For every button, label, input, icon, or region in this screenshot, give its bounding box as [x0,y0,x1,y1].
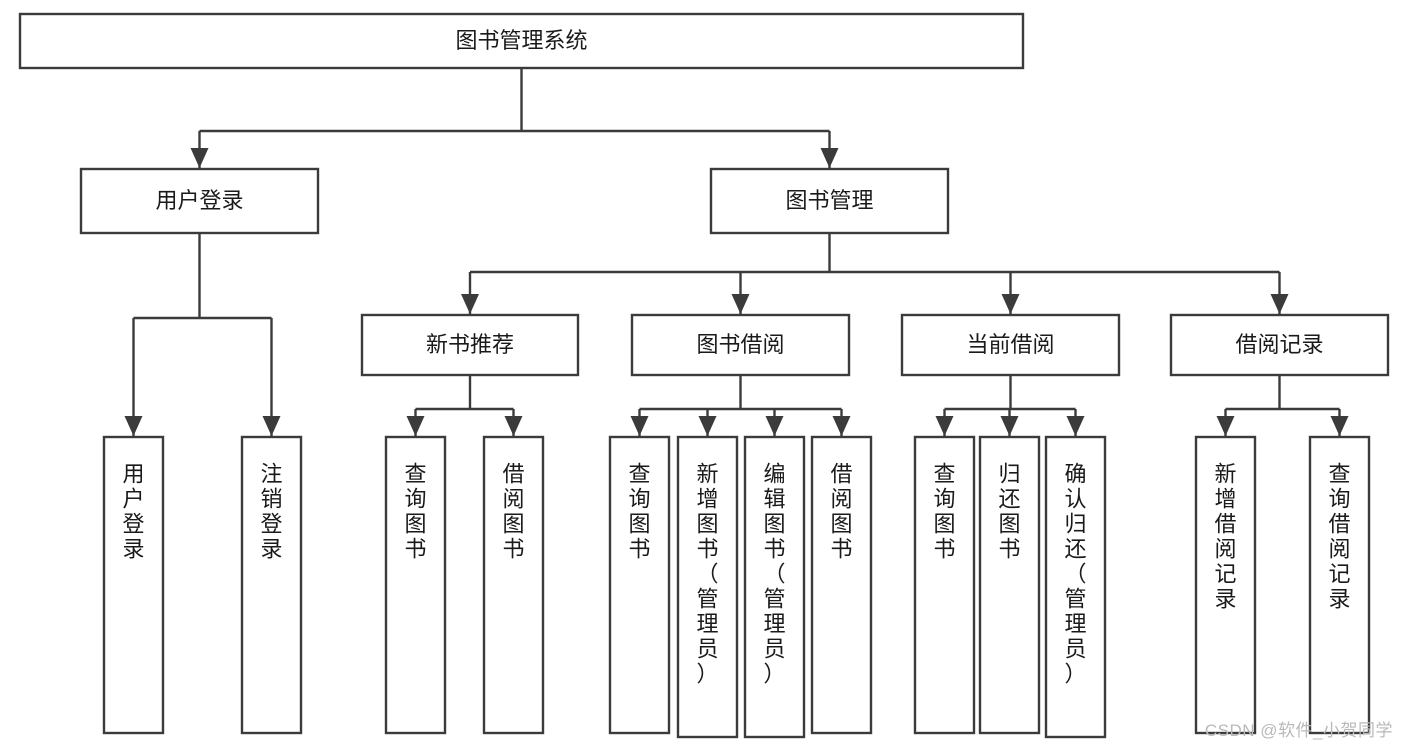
node-user-login[interactable]: 用户登录 [79,167,320,235]
node-box-leaf-borrow-book-1 [482,435,545,735]
node-box-leaf-query-book-1 [384,435,447,735]
node-box-book-borrow [630,313,851,377]
node-box-leaf-confirm-return [1044,435,1107,739]
arrow-head-icon-borrow-record [1270,294,1289,314]
arrow-head-icon-leaf-query-book-3 [935,416,954,436]
node-borrow-record[interactable]: 借阅记录 [1169,313,1390,377]
node-box-leaf-query-record [1308,435,1371,735]
node-book-borrow[interactable]: 图书借阅 [630,313,851,377]
node-leaf-edit-book[interactable]: 编辑图书（管理员） [743,435,806,739]
node-box-leaf-add-record [1194,435,1257,735]
node-label-leaf-add-book: 新增图书（管理员） [696,461,718,686]
node-label-leaf-query-record: 查询借阅记录 [1328,461,1350,611]
node-root[interactable]: 图书管理系统 [18,12,1025,70]
node-box-new-book-recommend [360,313,580,377]
node-label-borrow-record: 借阅记录 [1235,332,1323,357]
arrow-head-icon-leaf-logout [262,416,281,436]
node-leaf-return-book[interactable]: 归还图书 [978,435,1041,735]
node-box-borrow-record [1169,313,1390,377]
node-label-book-management: 图书管理 [785,188,873,213]
arrow-head-icon-leaf-add-book [698,416,717,436]
arrow-head-icon-leaf-query-record [1330,416,1349,436]
node-leaf-user-login[interactable]: 用户登录 [102,435,165,735]
node-label-leaf-query-book-1: 查询图书 [404,461,426,561]
node-box-leaf-user-login [102,435,165,735]
node-box-leaf-logout [240,435,303,735]
node-leaf-query-record[interactable]: 查询借阅记录 [1308,435,1371,735]
arrow-head-icon-new-book-recommend [461,294,479,314]
node-label-leaf-query-book-2: 查询图书 [628,461,650,561]
node-label-leaf-return-book: 归还图书 [998,461,1020,561]
node-leaf-borrow-book-1[interactable]: 借阅图书 [482,435,545,735]
arrow-head-icon-leaf-borrow-book-1 [504,416,523,436]
arrow-head-icon-leaf-user-login [124,416,143,436]
node-leaf-query-book-2[interactable]: 查询图书 [608,435,671,735]
arrow-head-icon-leaf-borrow-book-2 [832,416,851,436]
node-leaf-logout[interactable]: 注销登录 [240,435,303,735]
node-label-leaf-query-book-3: 查询图书 [933,461,955,561]
edge-layer [124,68,1349,436]
arrow-head-icon-leaf-query-book-1 [406,416,425,436]
arrow-head-icon-current-borrow [1001,294,1020,314]
arrow-head-icon-book-borrow [731,294,750,314]
node-label-book-borrow: 图书借阅 [696,332,784,357]
node-new-book-recommend[interactable]: 新书推荐 [360,313,580,377]
node-leaf-query-book-1[interactable]: 查询图书 [384,435,447,735]
arrow-head-icon-user-login [190,148,209,168]
node-label-leaf-borrow-book-1: 借阅图书 [502,461,524,561]
node-label-new-book-recommend: 新书推荐 [426,332,514,357]
node-leaf-add-book[interactable]: 新增图书（管理员） [676,435,739,739]
node-label-leaf-user-login: 用户登录 [122,461,144,561]
node-box-root [18,12,1025,70]
arrow-head-icon-book-management [820,148,839,168]
node-leaf-add-record[interactable]: 新增借阅记录 [1194,435,1257,735]
node-label-leaf-add-record: 新增借阅记录 [1214,461,1236,611]
node-label-user-login: 用户登录 [155,188,243,213]
node-label-leaf-edit-book: 编辑图书（管理员） [763,461,785,686]
node-leaf-confirm-return[interactable]: 确认归还（管理员） [1044,435,1107,739]
node-layer: 图书管理系统用户登录图书管理新书推荐图书借阅当前借阅借阅记录用户登录注销登录查询… [18,12,1390,739]
arrow-head-icon-leaf-query-book-2 [630,416,649,436]
node-label-root: 图书管理系统 [455,28,587,53]
node-current-borrow[interactable]: 当前借阅 [900,313,1121,377]
node-box-leaf-query-book-2 [608,435,671,735]
node-box-book-management [709,167,950,235]
node-box-leaf-query-book-3 [913,435,976,735]
arrow-head-icon-leaf-edit-book [765,416,784,436]
node-label-current-borrow: 当前借阅 [966,332,1054,357]
node-label-leaf-borrow-book-2: 借阅图书 [830,461,852,561]
arrow-head-icon-leaf-confirm-return [1066,416,1085,436]
node-label-leaf-confirm-return: 确认归还（管理员） [1064,461,1086,686]
node-leaf-borrow-book-2[interactable]: 借阅图书 [810,435,873,735]
node-box-leaf-borrow-book-2 [810,435,873,735]
arrow-head-icon-leaf-add-record [1216,416,1235,436]
node-box-user-login [79,167,320,235]
node-leaf-query-book-3[interactable]: 查询图书 [913,435,976,735]
arrow-head-icon-leaf-return-book [1000,416,1019,436]
node-book-management[interactable]: 图书管理 [709,167,950,235]
node-box-leaf-add-book [676,435,739,739]
node-label-leaf-logout: 注销登录 [260,461,282,561]
node-box-leaf-return-book [978,435,1041,735]
node-box-current-borrow [900,313,1121,377]
node-box-leaf-edit-book [743,435,806,739]
